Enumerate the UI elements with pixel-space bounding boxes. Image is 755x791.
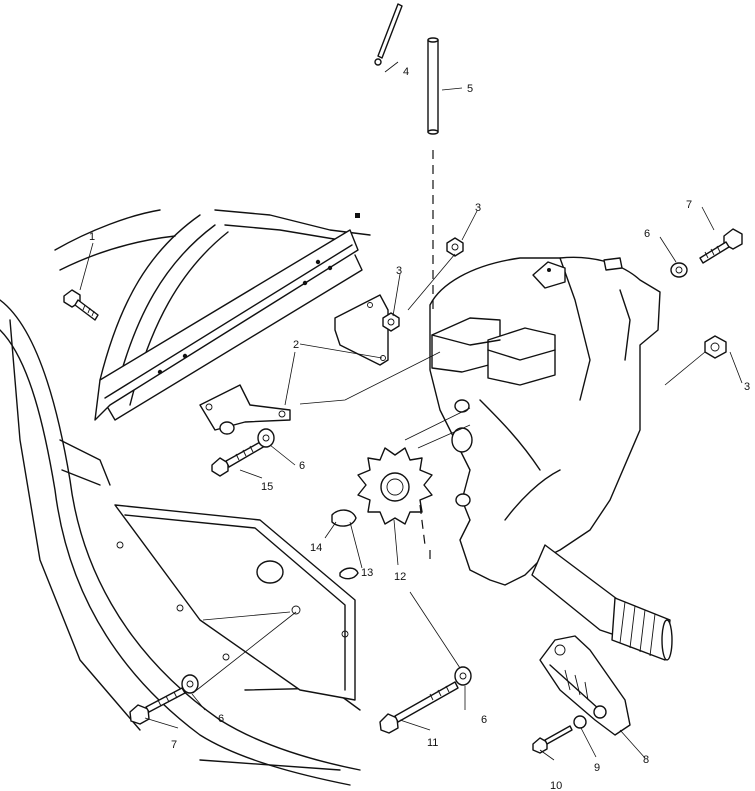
upper-rail [94, 229, 363, 421]
callout-11: 11 [427, 737, 438, 749]
drive-sprocket [357, 447, 433, 525]
callout-6-lower-left: 6 [218, 713, 224, 725]
bolt-15 [211, 428, 275, 477]
callout-3-right: 3 [744, 381, 750, 393]
callout-7-right: 7 [686, 199, 692, 211]
callout-labels: 1 2 3 3 3 4 5 6 6 6 6 7 7 8 9 10 11 12 1… [89, 66, 750, 791]
callout-10: 10 [550, 780, 562, 791]
callout-6-bracket: 6 [299, 460, 305, 472]
frame-tubes [0, 209, 371, 786]
nut-3-top [446, 237, 464, 257]
mounting-bracket-upper [334, 294, 389, 366]
washer-6-right [670, 262, 688, 278]
mounting-bracket-lower [199, 384, 291, 431]
bolt-1 [63, 289, 99, 321]
bolt-7-right [699, 228, 743, 264]
callout-1: 1 [89, 231, 95, 243]
shaft-guard [539, 635, 631, 736]
transmission-housing [429, 256, 661, 586]
callout-8: 8 [643, 754, 649, 766]
assembly-center-lines [419, 150, 434, 560]
callout-4: 4 [403, 66, 409, 78]
nut-6-bracket [219, 421, 235, 435]
output-shaft [531, 544, 673, 661]
callout-5: 5 [467, 83, 473, 95]
callout-3-bracket: 3 [396, 265, 402, 277]
callout-15: 15 [261, 481, 273, 493]
cable-tie-4 [374, 3, 403, 66]
bolt-10 [532, 715, 587, 754]
callout-3-top: 3 [475, 202, 481, 214]
callout-6-right: 6 [644, 228, 650, 240]
callout-9: 9 [594, 762, 600, 774]
nut-3-bracket [382, 312, 400, 332]
callout-6-lower-mid: 6 [481, 714, 487, 726]
callout-14: 14 [310, 542, 322, 554]
callout-13: 13 [361, 567, 373, 579]
clip-14 [331, 509, 357, 527]
callout-12: 12 [394, 571, 406, 583]
pin-5 [427, 37, 439, 135]
bolt-11 [379, 666, 472, 734]
lower-gusset-plate [114, 504, 356, 701]
bolt-7-bottom [129, 674, 199, 725]
leader-lines [79, 61, 743, 761]
callout-2: 2 [293, 339, 299, 351]
clip-13 [339, 567, 359, 580]
nut-3-right [704, 335, 727, 359]
callout-7-bottom: 7 [171, 739, 177, 751]
